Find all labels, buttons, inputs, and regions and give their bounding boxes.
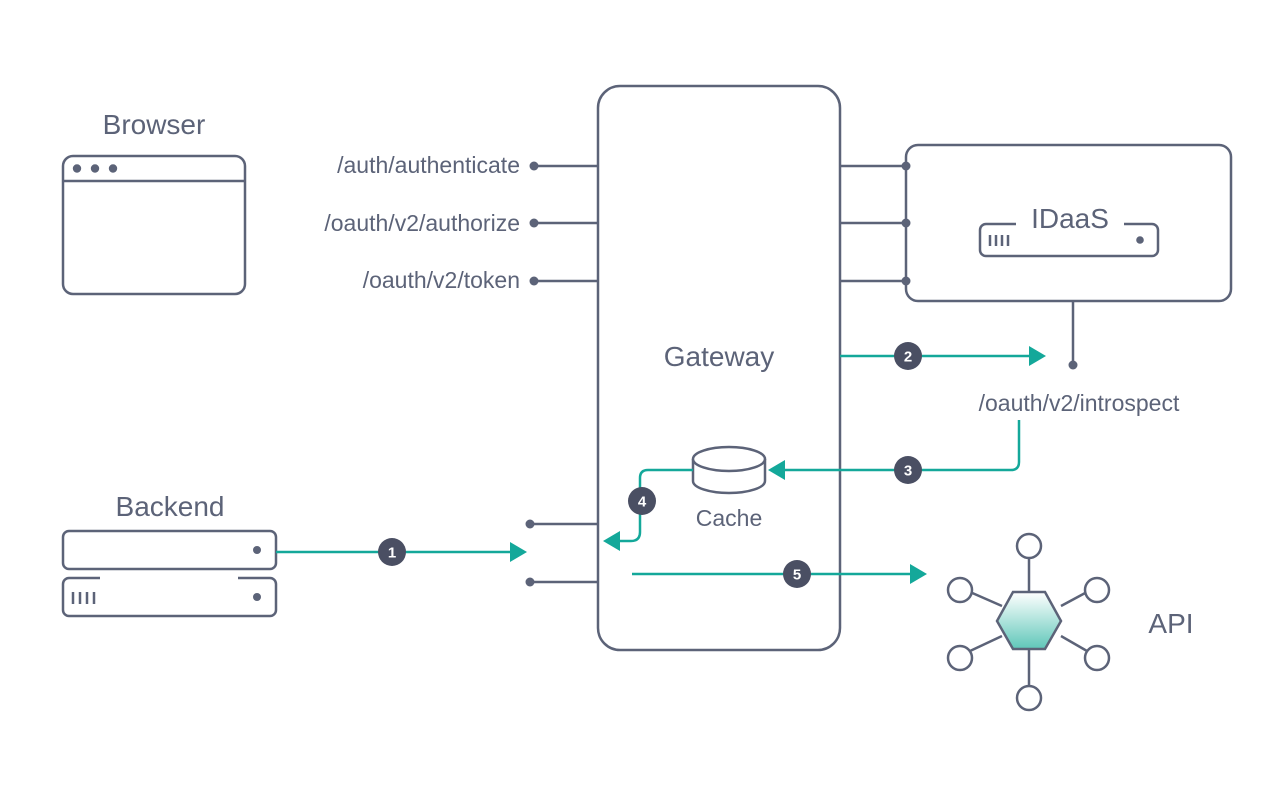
gateway-box <box>596 84 842 652</box>
endpoint-authorize-label: /oauth/v2/authorize <box>324 210 520 236</box>
step-badge-5: 5 <box>783 560 811 588</box>
step-badge-2-number: 2 <box>904 349 912 366</box>
endpoint-token-label: /oauth/v2/token <box>363 267 520 293</box>
endpoint-authenticate-label: /auth/authenticate <box>337 152 520 178</box>
step-badge-5-number: 5 <box>793 567 801 584</box>
step-badge-1-number: 1 <box>388 545 396 562</box>
step-badge-3-number: 3 <box>904 463 912 480</box>
backend-server-icon <box>61 529 278 618</box>
step-badge-2: 2 <box>894 342 922 370</box>
browser-window-icon <box>61 154 247 296</box>
step-badge-1: 1 <box>378 538 406 566</box>
endpoint-connectors-left <box>529 161 598 286</box>
api-icon <box>946 532 1111 712</box>
flow-step-3 <box>768 420 1021 480</box>
step-badge-4: 4 <box>628 487 656 515</box>
flow-step-2 <box>840 346 1046 366</box>
gateway-title: Gateway <box>664 341 775 372</box>
gateway-backend-connectors <box>525 519 598 587</box>
idaas-connectors <box>840 161 911 286</box>
introspect-connector <box>1068 301 1078 370</box>
cache-icon <box>691 445 767 495</box>
browser-title: Browser <box>103 109 206 140</box>
step-badge-3: 3 <box>894 456 922 484</box>
backend-title: Backend <box>116 491 225 522</box>
cache-label: Cache <box>696 505 762 531</box>
idaas-server-icon <box>978 196 1160 258</box>
flow-step-5 <box>632 564 927 584</box>
idaas-title: IDaaS <box>1031 203 1109 234</box>
endpoint-introspect-label: /oauth/v2/introspect <box>979 390 1180 416</box>
step-badge-4-number: 4 <box>638 494 647 511</box>
api-title: API <box>1148 608 1193 639</box>
